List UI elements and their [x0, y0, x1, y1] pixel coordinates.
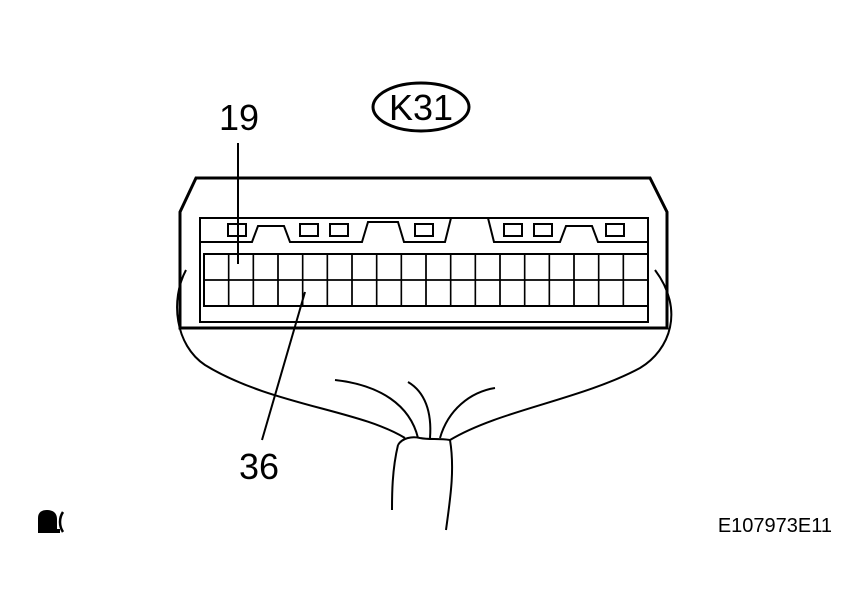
pin-cell — [474, 253, 501, 281]
pin-cell — [523, 279, 551, 307]
pin-cell — [597, 279, 625, 307]
pin-cell — [301, 279, 329, 307]
pin-cell — [499, 279, 526, 307]
pin-cell — [425, 253, 452, 281]
pin-cell — [227, 253, 255, 281]
pin-cell — [449, 253, 477, 281]
pin-cell — [203, 279, 230, 307]
pin-cell — [227, 279, 255, 307]
housing-outer — [178, 176, 669, 330]
leader-line-pin-36 — [261, 291, 306, 441]
pin-cell — [277, 253, 304, 281]
figure-code: E107973E11 — [718, 515, 832, 537]
pin-cell — [203, 253, 230, 281]
housing-top-notches — [200, 217, 648, 243]
connector-label-ellipse — [371, 81, 471, 133]
latch-slot — [299, 223, 319, 237]
pin-cell — [622, 253, 649, 281]
pin-cell — [499, 253, 526, 281]
pin-cell — [375, 279, 403, 307]
pin-cell — [573, 279, 600, 307]
pin-cell — [449, 279, 477, 307]
pin-cell — [474, 279, 501, 307]
pin-grid — [203, 253, 649, 307]
pin-label-bottom-left: 36 — [239, 446, 279, 487]
connector-label-group: K31 — [371, 81, 471, 133]
latch-slot — [533, 223, 553, 237]
pin-cell — [252, 253, 279, 281]
housing-inner — [199, 217, 649, 323]
connector-front-view-icon — [38, 510, 65, 533]
pin-cell — [326, 279, 353, 307]
pin-cell — [548, 253, 575, 281]
pin-cell — [400, 279, 427, 307]
pin-label-top-left: 19 — [219, 97, 259, 138]
pin-cell — [351, 253, 378, 281]
pin-cell — [523, 253, 551, 281]
pin-cell — [597, 253, 625, 281]
pin-cell — [622, 279, 649, 307]
wire-harness — [176, 269, 673, 531]
pin-cell — [351, 279, 378, 307]
pin-cell — [252, 279, 279, 307]
pin-cell — [573, 253, 600, 281]
latch-slot — [503, 223, 523, 237]
pin-cell — [375, 253, 403, 281]
latch-slot — [329, 223, 349, 237]
connector-label: K31 — [389, 87, 453, 128]
latch-slot — [414, 223, 434, 237]
latch-slot — [605, 223, 625, 237]
pin-cell — [277, 279, 304, 307]
pin-cell — [425, 279, 452, 307]
pin-cell — [301, 253, 329, 281]
pin-cell — [326, 253, 353, 281]
pin-cell — [548, 279, 575, 307]
pin-cell — [400, 253, 427, 281]
